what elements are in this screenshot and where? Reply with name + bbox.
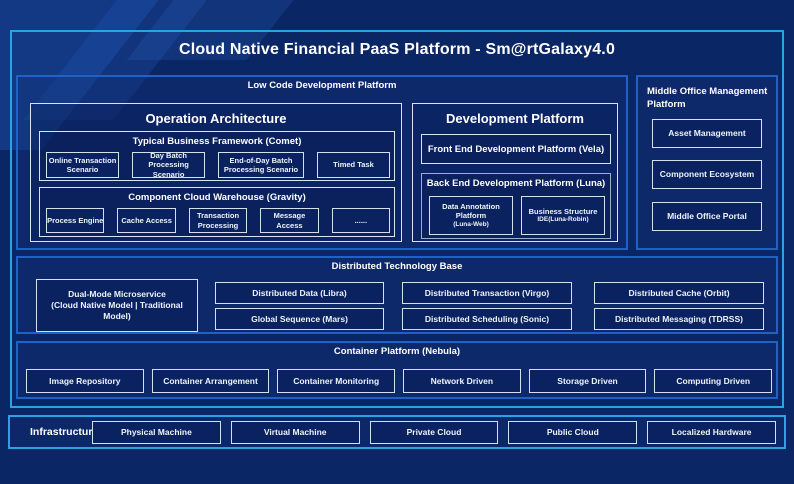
data-annotation-platform-main: Data Annotation Platform [442,202,500,221]
transaction-processing-box: Transaction Processing [188,208,248,233]
dual-mode-microservice-box: Dual-Mode Microservice (Cloud Native Mod… [36,279,198,332]
container-platform-items: Image Repository Container Arrangement C… [26,369,773,393]
component-cloud-warehouse-group: Component Cloud Warehouse (Gravity) Proc… [39,187,395,237]
distributed-column-3: Distributed Cache (Orbit) Distributed Me… [594,282,764,330]
container-platform-section: Container Platform (Nebula) Image Reposi… [16,341,778,399]
online-transaction-scenario-box: Online Transaction Scenario [46,152,120,178]
component-cloud-warehouse-label: Component Cloud Warehouse (Gravity) [128,192,306,203]
operation-architecture-panel: Operation Architecture Typical Business … [30,103,402,242]
storage-driven-box: Storage Driven [528,369,647,393]
infrastructure-label: Infrastructure [30,426,99,438]
back-end-development-platform-label: Back End Development Platform (Luna) [426,178,606,189]
ellipsis-box: ...... [331,208,391,233]
cache-access-box: Cache Access [117,208,176,233]
process-engine-box: Process Engine [46,208,105,233]
virtual-machine-box: Virtual Machine [230,421,360,444]
day-batch-processing-scenario-box: Day Batch Processing Scenario [132,151,206,179]
development-platform-panel: Development Platform Front End Developme… [412,103,618,242]
private-cloud-box: Private Cloud [369,421,499,444]
asset-management-box: Asset Management [652,119,762,148]
business-structure-ide-box: Business Structure IDE(Luna-Robin) [521,196,605,235]
distributed-data-box: Distributed Data (Libra) [215,282,384,304]
operation-architecture-title: Operation Architecture [145,111,287,126]
distributed-scheduling-box: Distributed Scheduling (Sonic) [402,308,572,330]
global-sequence-box: Global Sequence (Mars) [215,308,384,330]
infrastructure-items: Physical Machine Virtual Machine Private… [92,421,776,444]
low-code-development-platform-section: Low Code Development Platform Operation … [16,75,628,250]
distributed-transaction-box: Distributed Transaction (Virgo) [402,282,572,304]
distributed-column-1: Distributed Data (Libra) Global Sequence… [215,282,384,330]
middle-office-portal-box: Middle Office Portal [652,202,762,231]
typical-business-items: Online Transaction Scenario Day Batch Pr… [46,151,390,179]
low-code-section-label: Low Code Development Platform [247,80,397,91]
localized-hardware-box: Localized Hardware [647,421,776,444]
container-platform-label: Container Platform (Nebula) [333,346,461,357]
data-annotation-platform-sub: (Luna-Web) [453,220,489,228]
business-structure-ide-main: Business Structure [528,206,598,216]
middle-office-section-label: Middle Office Management Platform [647,86,768,110]
back-end-development-platform-group: Back End Development Platform (Luna) Dat… [421,173,611,239]
physical-machine-box: Physical Machine [92,421,221,444]
back-end-items: Data Annotation Platform (Luna-Web) Busi… [429,196,605,235]
dual-mode-line1: Dual-Mode Microservice [68,288,166,299]
distributed-cache-box: Distributed Cache (Orbit) [594,282,764,304]
public-cloud-box: Public Cloud [508,421,638,444]
platform-diagram-frame: Cloud Native Financial PaaS Platform - S… [10,30,784,408]
data-annotation-platform-box: Data Annotation Platform (Luna-Web) [429,196,513,235]
infrastructure-section: Infrastructure Physical Machine Virtual … [8,415,786,449]
distributed-messaging-box: Distributed Messaging (TDRSS) [594,308,764,330]
container-arrangement-box: Container Arrangement [151,369,270,393]
typical-business-framework-group: Typical Business Framework (Comet) Onlin… [39,131,395,181]
component-ecosystem-box: Component Ecosystem [652,160,762,189]
typical-business-framework-label: Typical Business Framework (Comet) [132,136,302,147]
component-cloud-items: Process Engine Cache Access Transaction … [46,208,391,233]
distributed-column-2: Distributed Transaction (Virgo) Distribu… [402,282,572,330]
network-driven-box: Network Driven [403,369,521,393]
development-platform-title: Development Platform [446,111,584,126]
middle-office-management-platform-section: Middle Office Management Platform Asset … [636,75,778,250]
dual-mode-line2: (Cloud Native Model | Traditional Model) [51,299,183,322]
business-structure-ide-sub: IDE(Luna-Robin) [537,216,589,224]
distributed-section-label: Distributed Technology Base [331,261,463,272]
distributed-technology-base-section: Distributed Technology Base Dual-Mode Mi… [16,256,778,334]
end-of-day-batch-processing-box: End-of-Day Batch Processing Scenario [218,152,304,178]
front-end-development-platform-box: Front End Development Platform (Vela) [421,134,611,164]
page-title: Cloud Native Financial PaaS Platform - S… [178,41,616,58]
image-repository-box: Image Repository [26,369,144,393]
message-access-box: Message Access [260,208,319,233]
computing-driven-box: Computing Driven [654,369,773,393]
container-monitoring-box: Container Monitoring [277,369,396,393]
timed-task-box: Timed Task [316,152,390,178]
